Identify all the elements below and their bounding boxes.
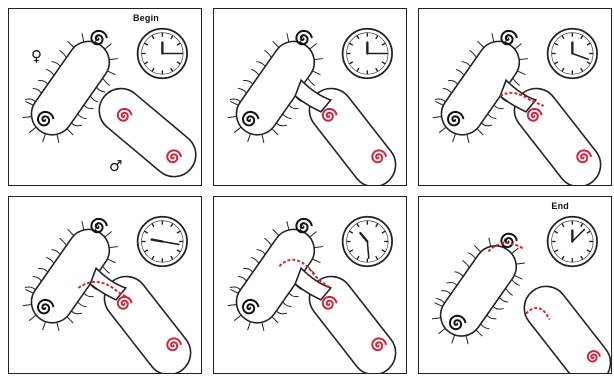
female-chromosome: [91, 219, 107, 232]
female-cell: [216, 209, 335, 343]
panel-title: Begin: [9, 13, 201, 23]
female-chromosome: [296, 219, 312, 232]
panel-illustration: [214, 197, 406, 373]
female-cell: [11, 209, 130, 343]
female-cell: [11, 21, 130, 155]
clock: [343, 217, 392, 266]
panel-6: End: [418, 196, 612, 374]
clock: [548, 29, 597, 78]
male-symbol: ♂: [109, 159, 122, 174]
clock: [548, 217, 597, 266]
clock: [343, 29, 392, 78]
female-chromosome: [296, 31, 312, 44]
panel-illustration: [214, 9, 406, 185]
female-chromosome: [501, 234, 517, 247]
female-cell: [421, 21, 540, 155]
clock: [138, 29, 187, 78]
female-chromosome: [501, 31, 517, 44]
panel-title: End: [419, 201, 611, 211]
panel-3: [418, 8, 612, 186]
panel-5: [213, 196, 407, 374]
male-cell: [90, 80, 201, 185]
female-symbol: ♀: [31, 49, 42, 64]
panel-2: [213, 8, 407, 186]
female-chromosome: [91, 31, 107, 44]
panel-illustration: [9, 197, 201, 373]
clock: [138, 217, 187, 266]
panel-1: Begin ♀ ♂: [8, 8, 202, 186]
female-cell: [420, 226, 537, 356]
panel-illustration: [419, 9, 611, 185]
panel-illustration: [419, 197, 611, 373]
panel-4: [8, 196, 202, 374]
panel-illustration: [9, 9, 201, 185]
female-cell: [216, 21, 335, 155]
